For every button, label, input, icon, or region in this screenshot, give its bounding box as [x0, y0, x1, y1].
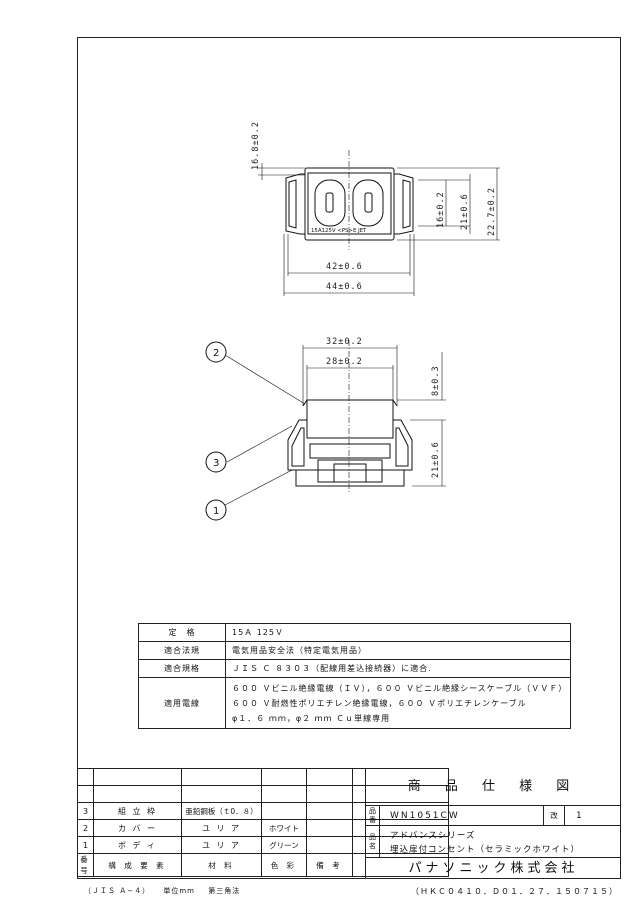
- part-no: 3: [77, 802, 94, 820]
- dim-pitch: 16.8±0.2: [251, 121, 261, 170]
- part-color: [261, 802, 307, 820]
- dim-top-w: 32±0.2: [326, 337, 363, 347]
- part-no: 2: [77, 819, 94, 837]
- callout-circle-1: [205, 499, 227, 521]
- revision-label: 改: [543, 806, 565, 826]
- top-view-outline: [285, 167, 414, 241]
- part-color: グリーン: [261, 836, 307, 854]
- parts-empty-row: [77, 785, 449, 803]
- spec-value: ＪＩＳ Ｃ ８３０３（配線用差込接続器）に適合.: [232, 664, 432, 673]
- spec-value: ６００ Ｖ耐燃性ポリエチレン絶縁電線，６００ Ｖポリエチレンケーブル: [232, 698, 527, 708]
- callout-label-1: 1: [213, 506, 219, 517]
- part-material: ユ リ ア: [181, 819, 262, 837]
- part-note: [306, 819, 353, 837]
- footer-unit: 単位mm: [163, 887, 195, 895]
- dim-top-h: 8±0.3: [431, 365, 441, 396]
- dim-inner-w-side: 28±0.2: [326, 357, 363, 367]
- spec-key: 適合規格: [138, 659, 226, 678]
- part-material: ユ リ ア: [181, 836, 262, 854]
- side-view-outline: [287, 399, 413, 487]
- product-series: アドバンスシリーズ: [390, 831, 476, 841]
- spec-row: 適合規格 ＪＩＳ Ｃ ８３０３（配線用差込接続器）に適合.: [138, 659, 571, 678]
- part-color: ホワイト: [261, 819, 307, 837]
- parts-row: 1 ボ デ ィ ユ リ ア グリーン: [77, 836, 449, 854]
- drawing-sheet: [77, 37, 621, 879]
- spec-row: 定 格 15Ａ 125Ｖ: [138, 623, 571, 642]
- product-number-label: 品番: [366, 806, 380, 826]
- header-element: 構 成 要 素: [93, 853, 182, 877]
- spec-row: 適用電線 ６００ Ｖビニル絶縁電線（ＩＶ），６００ Ｖビニル絶縁シースケーブル（…: [138, 677, 571, 729]
- spec-key: 適用電線: [138, 677, 226, 729]
- footer-standard: （ＪＩＳ Ａ−４）: [84, 887, 151, 895]
- spec-value: φ１．６ ｍｍ，φ２ ｍｍ Ｃｕ単線専用: [232, 713, 391, 723]
- part-element: カ バ ー: [93, 819, 182, 837]
- header-material: 材 料: [181, 853, 262, 877]
- spec-value: 15Ａ 125Ｖ: [232, 628, 284, 637]
- part-note: [306, 836, 353, 854]
- dim-outer-w: 44±0.6: [326, 282, 363, 292]
- spec-table: 定 格 15Ａ 125Ｖ 適合法規 電気用品安全法（特定電気用品） 適合規格 Ｊ…: [138, 623, 571, 729]
- parts-header-row: 番号 構 成 要 素 材 料 色 彩 備 考: [77, 853, 449, 877]
- product-number-row: 品番 WN1051CW 改 1: [365, 806, 621, 826]
- company-name: パナソニック株式会社: [365, 858, 621, 879]
- footer-left: （ＪＩＳ Ａ−４） 単位mm 第三角法: [84, 886, 250, 896]
- footer-drawing-code: （ＨＫＣ０４１０．Ｄ０１．２７．１５０７１５）: [411, 887, 618, 896]
- spec-value: 電気用品安全法（特定電気用品）: [232, 646, 367, 655]
- parts-row: 3 組 立 枠 亜鉛鋼板（ｔ0．８）: [77, 802, 449, 820]
- product-name-label: 品名: [366, 826, 380, 858]
- drawing-title: 商 品 仕 様 図: [365, 768, 621, 806]
- header-color: 色 彩: [261, 853, 307, 877]
- title-block: 商 品 仕 様 図 品番 WN1051CW 改 1 品名 アドバンスシリーズ 埋…: [365, 768, 621, 879]
- revision-number: 1: [576, 811, 582, 821]
- callout-label-2: 2: [213, 348, 219, 359]
- stamp-text: 15A125V <PS>E JET: [311, 228, 367, 234]
- part-no: 1: [77, 836, 94, 854]
- part-note: [306, 802, 353, 820]
- header-no: 番号: [77, 853, 94, 877]
- header-note: 備 考: [306, 853, 353, 877]
- callout-circle-2: [205, 341, 227, 363]
- dim-total-h: 22.7±0.2: [487, 187, 497, 236]
- product-number: WN1051CW: [390, 811, 460, 821]
- part-element: 組 立 枠: [93, 802, 182, 820]
- spec-value: ６００ Ｖビニル絶縁電線（ＩＶ），６００ Ｖビニル絶縁シースケーブル（ＶＶＦ）: [232, 683, 568, 693]
- dim-body-h-side: 21±0.6: [431, 441, 441, 478]
- dim-inner-w: 42±0.6: [326, 262, 363, 272]
- footer-projection: 第三角法: [208, 887, 241, 895]
- spec-key: 定 格: [138, 623, 226, 642]
- part-element: ボ デ ィ: [93, 836, 182, 854]
- part-material: 亜鉛鋼板（ｔ0．８）: [181, 802, 262, 820]
- dim-inner-h: 16±0.2: [436, 191, 446, 228]
- spec-key: 適合法規: [138, 641, 226, 660]
- callout-label-3: 3: [213, 458, 219, 469]
- product-name-row: 品名 アドバンスシリーズ 埋込扉付コンセント（セラミックホワイト）: [365, 826, 621, 858]
- callout-circle-3: [205, 451, 227, 473]
- spec-row: 適合法規 電気用品安全法（特定電気用品）: [138, 641, 571, 660]
- parts-list: 3 組 立 枠 亜鉛鋼板（ｔ0．８） 2 カ バ ー ユ リ ア ホワイト 1 …: [77, 768, 449, 877]
- dim-body-h: 21±0.6: [460, 193, 470, 230]
- product-name: 埋込扉付コンセント（セラミックホワイト）: [390, 845, 581, 855]
